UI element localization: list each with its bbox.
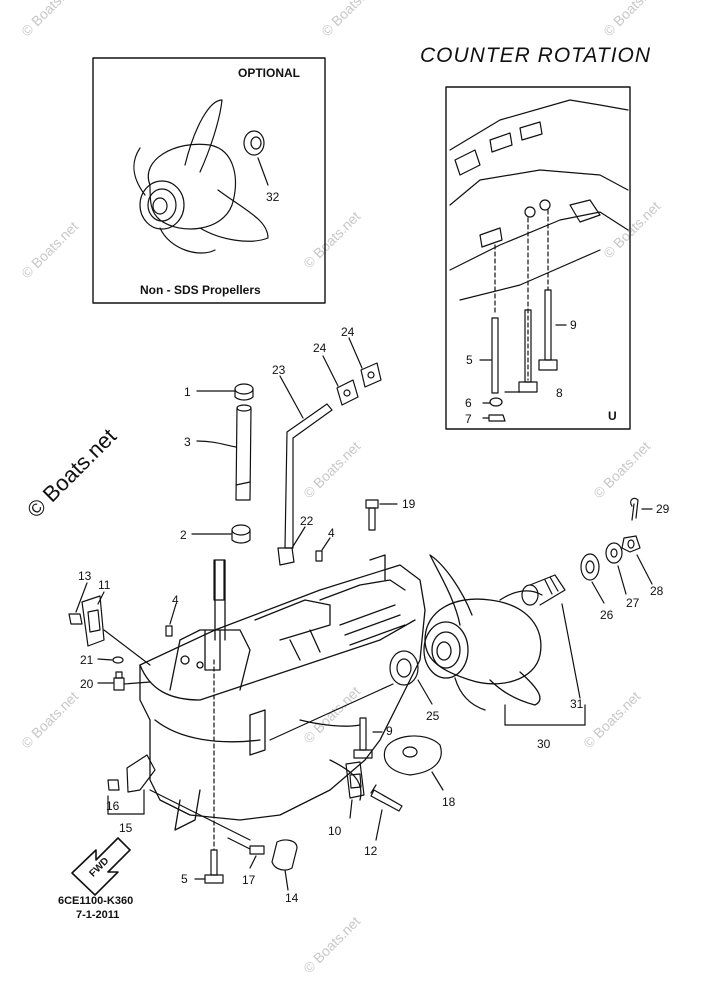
- optional-heading: OPTIONAL: [238, 66, 300, 80]
- part-2-grommet: [231, 524, 251, 544]
- part-9-bolt: [538, 289, 558, 371]
- callout-4: 4: [328, 526, 335, 540]
- callout-24: 24: [313, 341, 327, 355]
- callout-1: 1: [184, 385, 191, 399]
- part-7-nut: [488, 414, 506, 422]
- callout-27: 27: [626, 596, 640, 610]
- callout-11: 11: [98, 578, 111, 592]
- part-4-dowel: [315, 550, 323, 562]
- part-5-stud: [491, 317, 499, 394]
- counter-rotation-box: [445, 86, 631, 430]
- drawing-code-number: 6CE1100-K360: [58, 895, 134, 907]
- callout-9: 9: [570, 318, 577, 332]
- part-32-shim: [243, 130, 269, 186]
- part-27-washer: [605, 542, 623, 564]
- callout-8: 8: [556, 386, 563, 400]
- part-17-bolt: [227, 837, 265, 855]
- lower-unit-housing: [139, 554, 426, 831]
- part-26-washer: [580, 553, 600, 581]
- optional-parts-box: [92, 57, 326, 304]
- callout-13: 13: [78, 569, 92, 583]
- part-24-seal: [360, 362, 382, 388]
- part-11-bracket: [81, 595, 105, 647]
- callout-5: 5: [466, 353, 473, 367]
- drawing-code: 6CE1100-K360 7-1-2011: [58, 894, 133, 922]
- part-19-bolt: [365, 499, 379, 531]
- corner-letter: U: [608, 409, 617, 423]
- callout-7: 7: [465, 412, 472, 426]
- callout-21: 21: [80, 653, 94, 667]
- optional-propeller: [133, 99, 269, 254]
- callout-24: 24: [341, 325, 355, 339]
- part-13-nut: [68, 613, 83, 625]
- part-16-nut: [107, 779, 120, 791]
- callout-10: 10: [328, 824, 342, 838]
- callout-18: 18: [442, 795, 456, 809]
- callout-19: 19: [402, 497, 416, 511]
- callout-32: 32: [266, 190, 280, 204]
- callout-30: 30: [537, 737, 551, 751]
- part-5-bolt: [204, 659, 224, 884]
- part-10-anode: [345, 761, 365, 799]
- part-25-seal: [389, 650, 419, 686]
- callout-9: 9: [386, 724, 393, 738]
- part-24-seal: [336, 379, 359, 406]
- optional-caption: Non - SDS Propellers: [140, 283, 261, 297]
- part-8-bolt: [518, 309, 538, 393]
- fwd-arrow: [71, 837, 131, 896]
- part-15-trim-tab: [126, 754, 156, 793]
- callout-22: 22: [300, 514, 314, 528]
- part-22-grommet: [277, 547, 295, 566]
- part-1-grommet: [234, 383, 254, 401]
- callout-20: 20: [80, 677, 94, 691]
- part-6-washer: [489, 397, 503, 407]
- callout-15: 15: [119, 821, 133, 835]
- fwd-label: FWD: [88, 856, 112, 880]
- part-12-bolt: [370, 784, 403, 812]
- drive-shaft: [213, 559, 225, 601]
- part-28-nut: [621, 535, 641, 553]
- callout-28: 28: [650, 584, 664, 598]
- callout-29: 29: [656, 502, 670, 516]
- part-9-bolt: [353, 717, 373, 759]
- callout-26: 26: [600, 608, 614, 622]
- drawing-code-date: 7-1-2011: [76, 909, 120, 921]
- part-21-oring: [112, 656, 124, 664]
- callout-14: 14: [285, 891, 299, 905]
- callout-5: 5: [181, 872, 188, 886]
- part-29-cotter-pin: [630, 497, 639, 521]
- part-31-spacer: [521, 574, 566, 606]
- callout-16: 16: [106, 799, 120, 813]
- callout-17: 17: [242, 873, 256, 887]
- callout-4: 4: [172, 593, 179, 607]
- callout-12: 12: [364, 844, 378, 858]
- callout-25: 25: [426, 709, 440, 723]
- part-3-water-tube: [235, 404, 252, 501]
- part-18-cap: [383, 735, 442, 776]
- diagram-title: COUNTER ROTATION: [420, 44, 652, 67]
- callout-2: 2: [180, 528, 187, 542]
- callout-6: 6: [465, 396, 472, 410]
- part-30-propeller: [423, 554, 543, 711]
- part-4-dowel: [165, 625, 173, 637]
- counter-housing-detail: [449, 99, 629, 381]
- part-14-anode: [271, 839, 298, 871]
- callout-3: 3: [184, 435, 191, 449]
- part-20-plug: [113, 671, 125, 691]
- callout-numbers: 1 3 2 23 24 24 19 22 4 4 13 11 21 20 16 …: [78, 190, 670, 905]
- callout-31: 31: [570, 697, 584, 711]
- callout-23: 23: [272, 363, 286, 377]
